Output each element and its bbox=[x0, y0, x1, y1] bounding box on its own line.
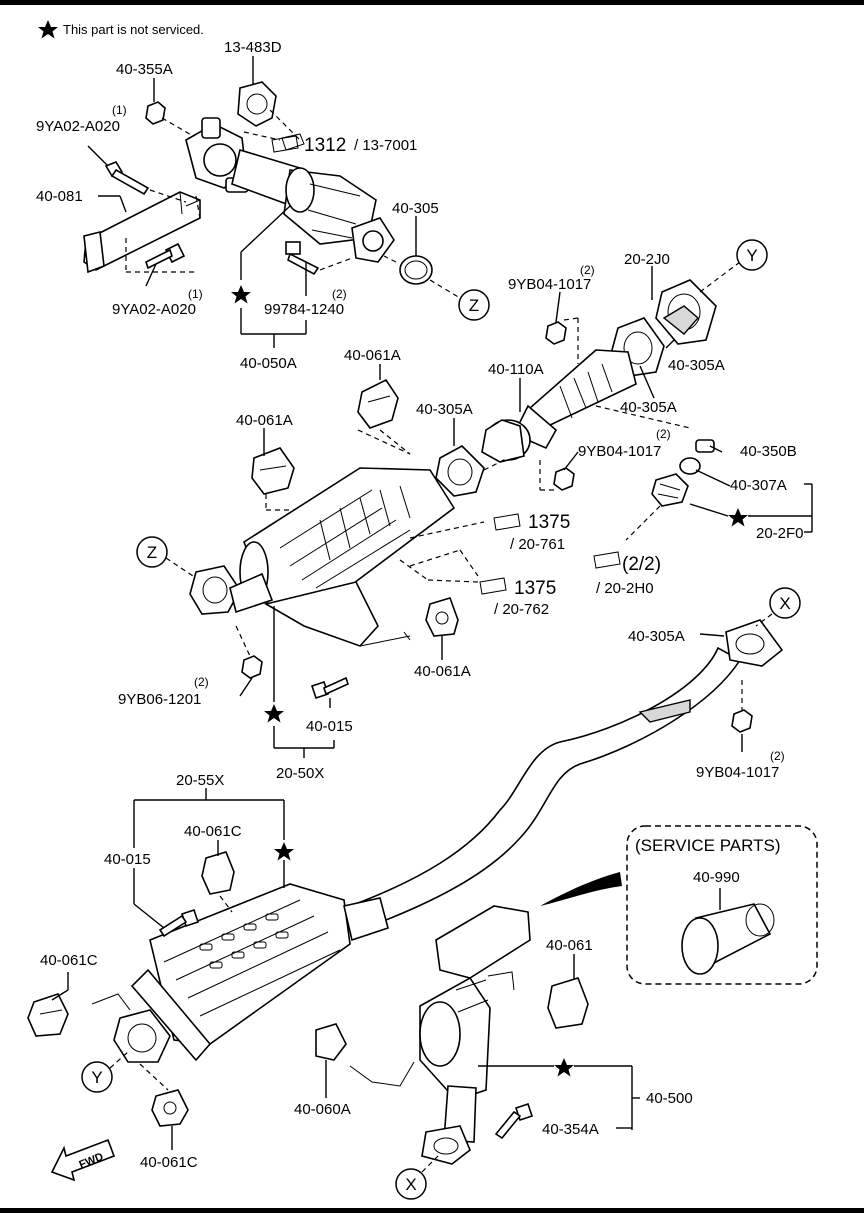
front-catalyst-assembly bbox=[83, 81, 461, 348]
label-40-061A-left: 40-061A bbox=[236, 412, 293, 429]
label-40-305A-right: 40-305A bbox=[668, 357, 725, 374]
label-20-55X: 20-55X bbox=[176, 772, 224, 789]
star-icon bbox=[554, 1058, 574, 1077]
label-9YB06-1201: 9YB06-1201 bbox=[118, 691, 201, 708]
callout-z-top bbox=[458, 289, 490, 321]
label-40-061C-bottom: 40-061C bbox=[140, 1154, 198, 1171]
label-20-50X: 20-50X bbox=[276, 765, 324, 782]
label-40-081: 40-081 bbox=[36, 188, 83, 205]
main-catalyst bbox=[189, 447, 485, 758]
svg-text:Z: Z bbox=[469, 296, 479, 315]
forward-arrow: FWD bbox=[50, 1138, 116, 1182]
ref-1375-b-sub: / 20-762 bbox=[494, 601, 549, 618]
label-40-305: 40-305 bbox=[392, 200, 439, 217]
label-40-354A: 40-354A bbox=[542, 1121, 599, 1138]
callout-z-mid bbox=[136, 536, 168, 568]
rear-exhaust bbox=[27, 619, 784, 1165]
ref-1375-b: 1375 bbox=[514, 578, 556, 599]
qty-99784-1240: (2) bbox=[332, 287, 347, 301]
service-pointer-arrow bbox=[540, 872, 622, 906]
not-serviced-stars bbox=[231, 285, 748, 1077]
label-40-110A: 40-110A bbox=[488, 361, 544, 378]
ref-1375-a-sub: / 20-761 bbox=[510, 536, 565, 553]
label-40-305A-right2: 40-305A bbox=[620, 399, 677, 416]
ref-book-icon bbox=[493, 513, 521, 531]
label-9YB04-1017-b: 9YB04-1017 bbox=[578, 443, 661, 460]
label-40-061A-bottom: 40-061A bbox=[414, 663, 471, 680]
service-part-number: 40-990 bbox=[693, 869, 740, 886]
callout-circles: Y Z Z X Y X bbox=[81, 239, 801, 1200]
label-20-2J0: 20-2J0 bbox=[624, 251, 670, 268]
svg-text:X: X bbox=[405, 1175, 416, 1194]
star-icon bbox=[38, 20, 58, 39]
legend: This part is not serviced. bbox=[38, 20, 204, 39]
star-icon bbox=[231, 285, 251, 304]
label-40-500: 40-500 bbox=[646, 1090, 693, 1107]
reference-icons bbox=[271, 135, 621, 595]
ref-book-icon bbox=[479, 577, 507, 595]
ref-2-2-sub: / 20-2H0 bbox=[596, 580, 654, 597]
qty-9YB06-1201: (2) bbox=[194, 675, 209, 689]
legend-text: This part is not serviced. bbox=[63, 22, 204, 37]
ref-2-2: (2/2) bbox=[622, 554, 661, 575]
label-99784-1240: 99784-1240 bbox=[264, 301, 344, 318]
label-20-2F0: 20-2F0 bbox=[756, 525, 804, 542]
label-13-483D: 13-483D bbox=[224, 39, 282, 56]
svg-text:X: X bbox=[779, 594, 790, 613]
label-9YB04-1017-a: 9YB04-1017 bbox=[508, 276, 591, 293]
ref-1312-sub: / 13-7001 bbox=[354, 137, 417, 154]
bottom-border bbox=[0, 1208, 864, 1213]
label-40-355A: 40-355A bbox=[116, 61, 173, 78]
star-icon bbox=[264, 704, 284, 723]
star-icon bbox=[728, 508, 748, 527]
label-40-061: 40-061 bbox=[546, 937, 593, 954]
callout-y-top bbox=[736, 239, 768, 271]
label-40-061C-top: 40-061C bbox=[184, 823, 242, 840]
svg-text:Z: Z bbox=[147, 543, 157, 562]
ref-1375-a: 1375 bbox=[528, 512, 570, 533]
ref-book-icon bbox=[271, 135, 299, 153]
part-labels: 40-355A 13-483D (1) 9YA02-A020 1312 / 13… bbox=[36, 39, 804, 1171]
callout-x-right bbox=[769, 587, 801, 619]
label-9YA02-A020-bot: 9YA02-A020 bbox=[112, 301, 196, 318]
ref-1312: 1312 bbox=[304, 135, 346, 156]
qty-9YB04-1017-b: (2) bbox=[656, 427, 671, 441]
label-40-307A: 40-307A bbox=[730, 477, 787, 494]
label-9YB04-1017-c: 9YB04-1017 bbox=[696, 764, 779, 781]
label-40-050A: 40-050A bbox=[240, 355, 297, 372]
mid-pipe-assembly bbox=[357, 261, 741, 541]
label-40-015-a: 40-015 bbox=[306, 718, 353, 735]
qty-9YA02-A020-top: (1) bbox=[112, 103, 127, 117]
svg-text:Y: Y bbox=[746, 246, 757, 265]
star-icon bbox=[274, 842, 294, 861]
muffler-slots bbox=[199, 913, 289, 969]
label-40-305A-mid: 40-305A bbox=[416, 401, 473, 418]
label-40-061A-top: 40-061A bbox=[344, 347, 401, 364]
label-40-015-b: 40-015 bbox=[104, 851, 151, 868]
leader-lines bbox=[51, 56, 813, 1150]
label-40-305A-x: 40-305A bbox=[628, 628, 685, 645]
label-40-350B: 40-350B bbox=[740, 443, 797, 460]
svg-text:Y: Y bbox=[91, 1068, 102, 1087]
callout-x-bottom bbox=[395, 1168, 427, 1200]
service-parts-title: (SERVICE PARTS) bbox=[635, 836, 780, 855]
label-40-061C-left: 40-061C bbox=[40, 952, 98, 969]
ref-book-icon bbox=[593, 551, 621, 569]
callout-y-bottom bbox=[81, 1061, 113, 1093]
qty-9YA02-A020-bot: (1) bbox=[188, 287, 203, 301]
top-border bbox=[0, 0, 864, 5]
qty-9YB04-1017-c: (2) bbox=[770, 749, 785, 763]
service-parts-box: (SERVICE PARTS) 40-990 bbox=[626, 825, 818, 985]
label-40-060A: 40-060A bbox=[294, 1101, 351, 1118]
qty-9YB04-1017-a: (2) bbox=[580, 263, 595, 277]
label-9YA02-A020-top: 9YA02-A020 bbox=[36, 118, 120, 135]
